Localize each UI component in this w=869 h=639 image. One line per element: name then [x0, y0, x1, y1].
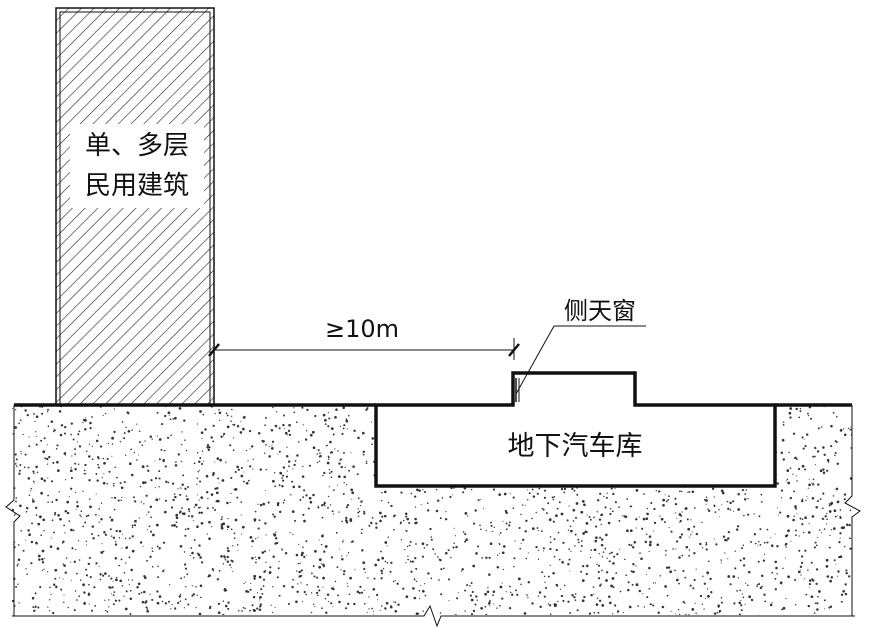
civil-building: 单、多层 民用建筑 — [55, 7, 215, 406]
side-skylight — [515, 378, 520, 402]
building-label-line1: 单、多层 — [85, 131, 189, 161]
underground-garage: 地下汽车库 — [374, 371, 777, 488]
building-label-line2: 民用建筑 — [85, 171, 189, 201]
break-symbols — [5, 405, 861, 628]
garage-label: 地下汽车库 — [508, 431, 643, 462]
bottom-break-line — [12, 604, 855, 628]
left-break-line — [5, 405, 21, 616]
skylight-callout: 侧天窗 — [515, 297, 646, 395]
right-break-line — [844, 405, 861, 616]
skylight-label: 侧天窗 — [564, 297, 636, 325]
distance-label: ≥10m — [325, 315, 399, 343]
distance-dimension: ≥10m — [208, 315, 520, 360]
